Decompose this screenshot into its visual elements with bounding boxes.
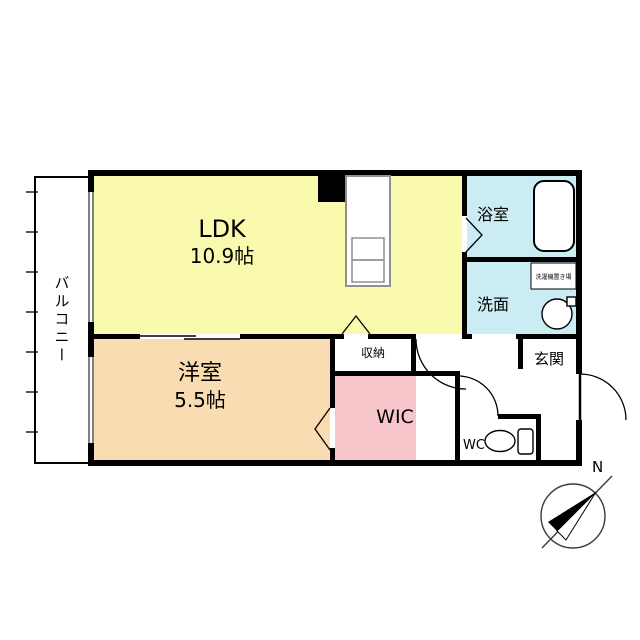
bath-label: 浴室 xyxy=(477,205,510,224)
ldk-name: LDK xyxy=(198,215,246,243)
bedroom-name: 洋室 xyxy=(177,361,222,386)
balcony: バルコニー xyxy=(34,176,90,464)
balcony-railing-ticks xyxy=(26,191,38,433)
bedroom-size: 5.5帖 xyxy=(174,387,226,412)
wic-label: WIC xyxy=(376,406,414,428)
laundry-area-label: 洗濯機置き場 xyxy=(535,274,572,281)
entrance-label: 玄関 xyxy=(533,350,564,368)
room-ldk xyxy=(94,176,462,334)
sliding-door xyxy=(140,335,240,340)
compass xyxy=(540,475,613,549)
windows xyxy=(88,192,94,443)
sink xyxy=(541,296,577,330)
toilet xyxy=(484,428,534,455)
washing-machine-area xyxy=(530,262,577,290)
room-storage xyxy=(335,339,411,371)
door-chevrons xyxy=(314,217,483,451)
washroom-label: 洗面 xyxy=(477,295,510,314)
pillar xyxy=(318,176,348,202)
bedroom-label: 洋室 5.5帖 xyxy=(108,360,292,413)
bathtub xyxy=(533,180,575,252)
wc-label: WC xyxy=(463,438,485,453)
ldk-size: 10.9帖 xyxy=(189,244,255,268)
kitchen-counter xyxy=(345,175,391,287)
balcony-label: バルコニー xyxy=(52,275,71,365)
ldk-label: LDK 10.9帖 xyxy=(132,214,312,269)
storage-label: 収納 xyxy=(360,346,385,360)
room-bedroom xyxy=(94,339,330,460)
north-label: N xyxy=(592,458,604,476)
door-arcs xyxy=(415,338,627,421)
